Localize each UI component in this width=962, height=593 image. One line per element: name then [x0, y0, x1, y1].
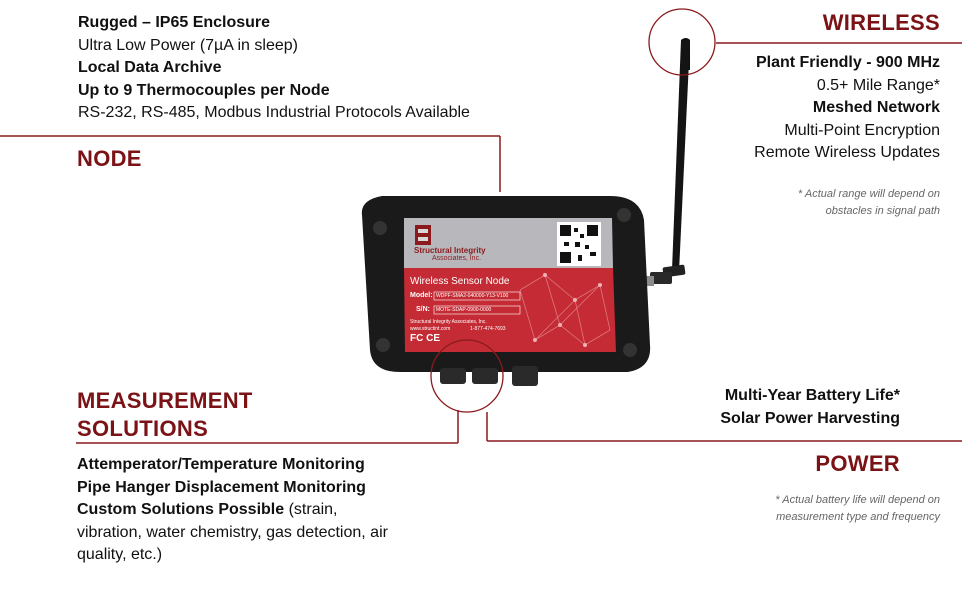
- wireless-features: Plant Friendly - 900 MHz 0.5+ Mile Range…: [754, 52, 940, 165]
- device-product-name: Wireless Sensor Node: [410, 276, 510, 287]
- antenna: [640, 38, 690, 286]
- power-feature: Solar Power Harvesting: [720, 409, 900, 427]
- node-feature: Local Data Archive: [78, 59, 222, 76]
- node-heading: NODE: [77, 146, 142, 171]
- wireless-feature: 0.5+ Mile Range*: [816, 76, 940, 94]
- measurement-feature: Pipe Hanger Displacement Monitoring: [77, 478, 366, 496]
- custom-solutions-detail-line: quality, etc.): [77, 546, 163, 563]
- measurement-feature-custom: Custom Solutions Possible (strain,: [77, 499, 388, 522]
- measurement-features: Attemperator/Temperature Monitoring Pipe…: [77, 454, 388, 567]
- device-model-value: WDPF-SMA2-040000-Y13-V100: [436, 293, 509, 299]
- device-website: www.structint.com: [410, 326, 451, 332]
- wireless-feature: Plant Friendly - 900 MHz: [755, 54, 940, 71]
- node-features: Rugged – IP65 Enclosure Ultra Low Power …: [78, 12, 470, 125]
- measurement-heading: MEASUREMENT SOLUTIONS: [77, 387, 253, 443]
- wireless-feature: Multi-Point Encryption: [784, 121, 940, 139]
- device-phone: 1-877-474-7693: [470, 326, 506, 332]
- wireless-footnote: * Actual range will depend on obstacles …: [798, 186, 940, 220]
- device-brand-line1: Structural Integrity: [414, 246, 486, 255]
- device-model-label: Model:: [410, 292, 433, 299]
- device-sn-value: MOTE-SDAP-0900-0000: [436, 307, 492, 313]
- wireless-footnote-line: obstacles in signal path: [825, 205, 940, 217]
- measurement-heading-line: MEASUREMENT: [77, 388, 253, 413]
- device-cert-marks: FC CE: [410, 333, 440, 344]
- power-footnote-line: measurement type and frequency: [776, 511, 940, 523]
- node-feature: Ultra Low Power (7µA in sleep): [78, 36, 298, 54]
- power-heading: POWER: [815, 451, 900, 476]
- node-feature: Up to 9 Thermocouples per Node: [78, 81, 330, 99]
- node-feature: RS-232, RS-485, Modbus Industrial Protoc…: [78, 104, 470, 121]
- sensor-node-device: [361, 196, 651, 386]
- custom-solutions-detail: (strain,: [284, 501, 338, 518]
- power-footnote-line: * Actual battery life will depend on: [775, 494, 940, 506]
- measurement-heading-line: SOLUTIONS: [77, 416, 209, 441]
- wireless-footnote-line: * Actual range will depend on: [797, 188, 940, 200]
- wireless-callout-circle: [648, 8, 716, 76]
- wireless-heading: WIRELESS: [822, 10, 940, 35]
- measurement-feature: Attemperator/Temperature Monitoring: [77, 456, 365, 473]
- device-sn-label: S/N:: [416, 306, 430, 313]
- power-feature: Multi-Year Battery Life*: [724, 387, 900, 404]
- wireless-feature: Remote Wireless Updates: [754, 144, 940, 161]
- custom-solutions-label: Custom Solutions Possible: [77, 501, 285, 518]
- measurement-callout-circle: [430, 339, 504, 413]
- custom-solutions-detail-line: vibration, water chemistry, gas detectio…: [77, 523, 388, 541]
- node-feature: Rugged – IP65 Enclosure: [78, 14, 271, 31]
- device-brand-line2: Associates, Inc.: [432, 255, 482, 262]
- device-company: Structural Integrity Associates, Inc.: [410, 319, 487, 325]
- power-footnote: * Actual battery life will depend on mea…: [775, 492, 940, 526]
- wireless-feature: Meshed Network: [812, 99, 940, 116]
- power-features: Multi-Year Battery Life* Solar Power Har…: [720, 385, 900, 430]
